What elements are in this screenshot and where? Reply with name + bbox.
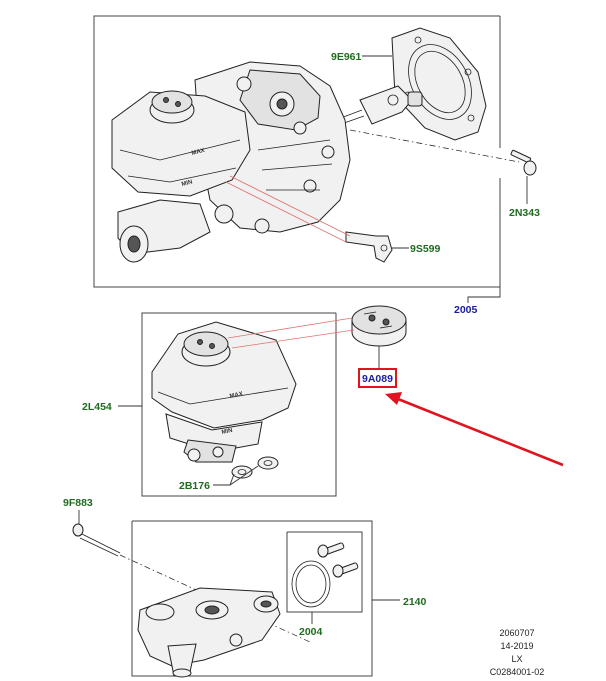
brake-booster-assembly-group: MAX MIN 9E9 — [93, 15, 540, 288]
label-2140[interactable]: 2140 — [403, 596, 427, 608]
label-2004[interactable]: 2004 — [299, 626, 323, 638]
label-2B176[interactable]: 2B176 — [179, 480, 210, 492]
label-9E961[interactable]: 9E961 — [331, 51, 362, 63]
reservoir-min-mark: MIN — [181, 179, 193, 187]
seal-kit-o-ring[interactable] — [291, 560, 331, 608]
master-cylinder-box-frame — [131, 520, 373, 677]
reservoir-box-frame — [141, 312, 337, 497]
reservoir-max-mark: MAX — [191, 148, 205, 157]
reservoir-cap[interactable] — [351, 305, 407, 347]
ref-line-1: 2060707 — [499, 628, 534, 638]
master-cylinder-body[interactable] — [137, 587, 281, 678]
booster-gasket-plate[interactable] — [391, 27, 487, 141]
callout-arrow — [385, 392, 564, 467]
label-2N343[interactable]: 2N343 — [509, 207, 540, 219]
highlight-box-9A089 — [358, 368, 397, 388]
brake-fluid-level-sensor[interactable] — [345, 231, 393, 263]
reservoir-seals[interactable] — [231, 456, 279, 479]
ref-line-2: 14-2019 — [500, 641, 533, 651]
ref-line-4: C0284001-02 — [490, 667, 545, 677]
brake-fluid-reservoir[interactable]: MAX MIN — [151, 321, 297, 463]
label-9S599[interactable]: 9S599 — [410, 243, 441, 255]
reservoir-group: MAX MIN 2L454 2B176 — [82, 312, 337, 497]
master-cylinder-group: 9F883 — [63, 497, 427, 678]
reservoir2-min-mark: MIN — [221, 428, 233, 436]
assembly-box-frame — [93, 15, 500, 288]
pushrod-clevis[interactable] — [329, 85, 423, 129]
reservoir2-max-mark: MAX — [229, 391, 243, 400]
master-cylinder-booster-body[interactable]: MAX MIN — [111, 61, 351, 263]
label-9F883[interactable]: 9F883 — [63, 497, 93, 509]
label-2005[interactable]: 2005 — [454, 304, 478, 316]
ref-line-3: LX — [511, 654, 522, 664]
illustration-reference: 2060707 14-2019 LX C0284001-02 — [490, 628, 545, 677]
label-9A089[interactable]: 9A089 — [362, 373, 393, 385]
mounting-bolt[interactable] — [510, 149, 537, 176]
seal-kit-bolts[interactable] — [317, 542, 359, 578]
label-2L454[interactable]: 2L454 — [82, 401, 112, 413]
seal-kit-box — [286, 531, 363, 613]
